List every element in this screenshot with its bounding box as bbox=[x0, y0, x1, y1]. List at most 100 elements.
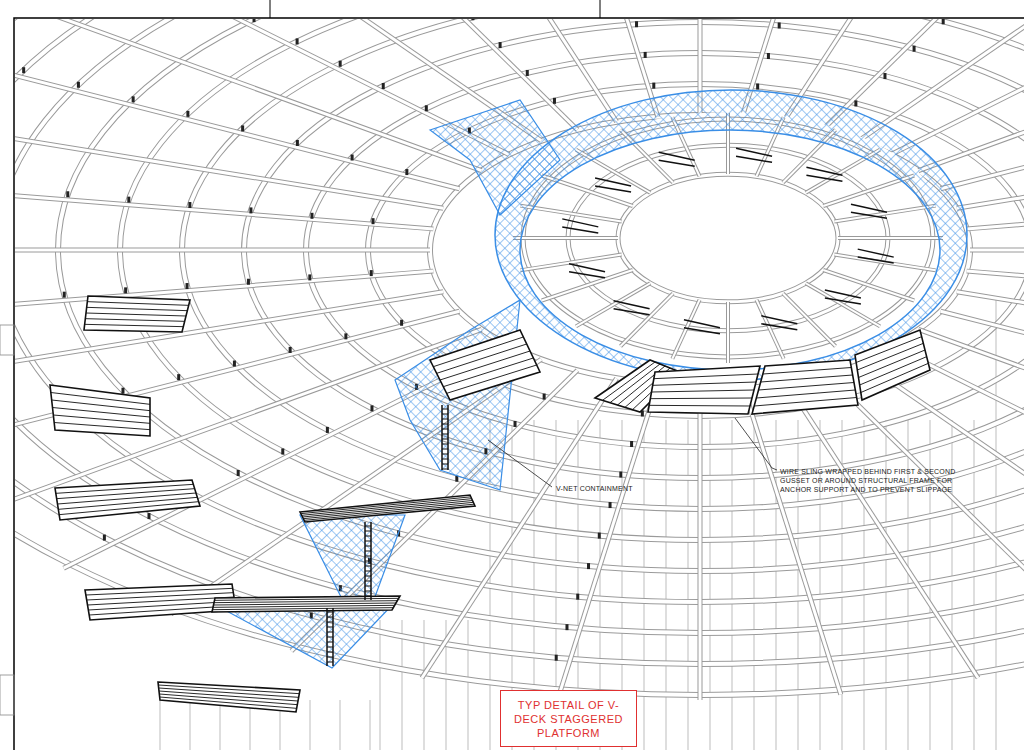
platform-deck bbox=[212, 596, 400, 612]
gusset bbox=[555, 655, 558, 661]
deck-plank bbox=[659, 152, 695, 160]
gusset bbox=[778, 22, 781, 28]
deck-plank bbox=[653, 382, 756, 385]
deck-plank bbox=[736, 156, 772, 162]
title-box: TYP DETAIL OF V-DECK STAGGERED PLATFORM bbox=[500, 690, 637, 747]
ladder-rung bbox=[365, 576, 371, 577]
dome-rib bbox=[15, 271, 433, 320]
dome-rib bbox=[699, 385, 702, 700]
deck-plank bbox=[214, 603, 397, 605]
support-column bbox=[340, 700, 341, 750]
ladder-rung bbox=[327, 657, 333, 658]
gusset bbox=[63, 292, 66, 298]
callout-note: WIRE SLING WRAPPED BEHIND FIRST & SECOND… bbox=[780, 467, 956, 494]
gusset bbox=[289, 347, 292, 353]
v-net-panel bbox=[300, 515, 405, 605]
dome-ring bbox=[618, 174, 838, 302]
support-column bbox=[310, 700, 311, 750]
deck-plank bbox=[58, 493, 197, 504]
platform-deck bbox=[84, 296, 190, 332]
dome-rib bbox=[834, 206, 935, 222]
dome-ring bbox=[58, 19, 1024, 571]
dome-rib bbox=[806, 283, 880, 326]
ladder-rung bbox=[365, 536, 371, 537]
deck-plank bbox=[858, 249, 894, 257]
dome-rib bbox=[520, 206, 621, 222]
deck-plank bbox=[861, 363, 929, 392]
gusset bbox=[296, 140, 299, 146]
gusset bbox=[339, 61, 342, 67]
gusset bbox=[66, 191, 69, 197]
dome-rib bbox=[838, 236, 943, 240]
ladder-rung bbox=[365, 526, 371, 527]
gusset bbox=[121, 388, 124, 394]
gusset bbox=[310, 213, 313, 219]
support-column bbox=[468, 620, 469, 750]
ladder-rung bbox=[327, 637, 333, 638]
gusset bbox=[942, 19, 945, 24]
dome-rib bbox=[726, 302, 730, 363]
gusset bbox=[576, 594, 579, 600]
deck-plank bbox=[595, 186, 631, 192]
dome-rib bbox=[941, 46, 1024, 189]
support-column bbox=[190, 700, 191, 750]
dome-rib bbox=[727, 302, 729, 363]
ladder-rung bbox=[327, 652, 333, 653]
callout-note: V-NET CONTAINMENT bbox=[556, 484, 696, 493]
gusset bbox=[186, 283, 189, 289]
dome-rib bbox=[756, 300, 783, 359]
dome-rib bbox=[520, 255, 621, 271]
dome-rib bbox=[742, 383, 841, 694]
dome-ring bbox=[15, 19, 1024, 695]
deck-plank bbox=[860, 357, 927, 385]
deck-plank bbox=[85, 319, 184, 322]
gusset bbox=[854, 100, 857, 106]
ladder-rung bbox=[327, 662, 333, 663]
dome-rib bbox=[15, 292, 443, 389]
ladder-rung bbox=[365, 561, 371, 562]
dome-rib bbox=[967, 180, 1024, 229]
gusset bbox=[587, 563, 590, 569]
dome-rib bbox=[823, 270, 914, 301]
deck-plank bbox=[160, 697, 297, 708]
gusset bbox=[22, 67, 25, 73]
dome-ring bbox=[182, 19, 1024, 509]
ladder-rung bbox=[327, 622, 333, 623]
dome-rib bbox=[15, 111, 443, 208]
dome-rib bbox=[823, 270, 914, 301]
deck-plank bbox=[859, 350, 926, 378]
dome-ring bbox=[120, 19, 1024, 540]
deck-plank bbox=[684, 320, 720, 328]
deck-plank bbox=[214, 601, 397, 603]
ladder-rung bbox=[442, 454, 448, 455]
gusset bbox=[913, 46, 916, 52]
ladder-rung bbox=[442, 469, 448, 470]
dome-rib bbox=[834, 255, 935, 271]
dome-rib bbox=[621, 293, 674, 346]
dome-rib bbox=[970, 249, 1024, 252]
dome-ring bbox=[15, 19, 1024, 664]
ladder-rung bbox=[327, 647, 333, 648]
deck-plank bbox=[761, 324, 797, 330]
deck-plank bbox=[684, 328, 720, 334]
dome-ring bbox=[368, 84, 1024, 416]
gusset bbox=[405, 169, 408, 175]
gusset bbox=[147, 513, 150, 519]
gusset bbox=[177, 374, 180, 380]
deck-plank bbox=[569, 272, 605, 278]
gusset bbox=[630, 441, 633, 447]
deck-plank bbox=[54, 423, 150, 430]
dome-rib bbox=[15, 292, 443, 389]
deck-plank bbox=[562, 227, 598, 233]
dome-rib bbox=[513, 236, 618, 240]
dome-ring bbox=[15, 19, 1024, 633]
dome-rib bbox=[823, 370, 1024, 651]
deck-plank bbox=[53, 415, 150, 423]
dome-rib bbox=[941, 311, 1024, 454]
ladder-rung bbox=[365, 556, 371, 557]
deck-plank bbox=[806, 175, 842, 181]
platform-deck bbox=[300, 495, 475, 522]
deck-plank bbox=[759, 383, 855, 391]
support-column bbox=[996, 300, 997, 750]
